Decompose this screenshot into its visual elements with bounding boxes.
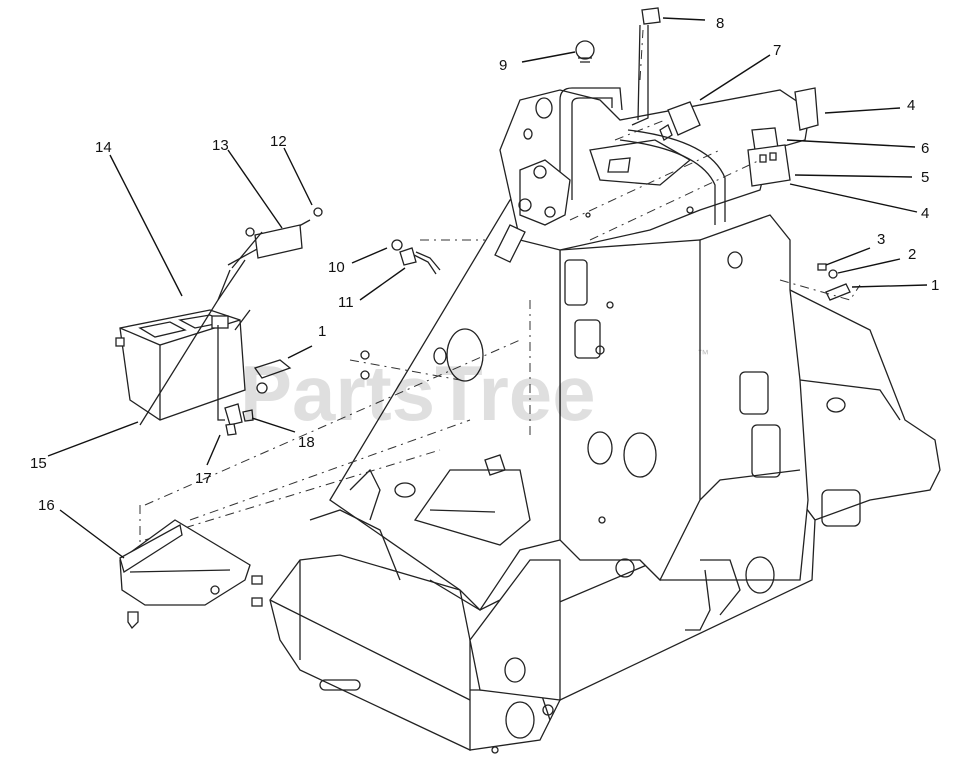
callout-15: 15 <box>30 455 47 472</box>
callout-14: 14 <box>95 139 112 156</box>
callout-1-right: 1 <box>931 277 939 294</box>
callout-5: 5 <box>921 169 929 186</box>
callout-7: 7 <box>773 42 781 59</box>
callout-6: 6 <box>921 140 929 157</box>
callout-17: 17 <box>195 470 212 487</box>
battery-tray-group <box>119 519 263 630</box>
watermark-trademark: ™ <box>697 347 709 361</box>
callout-3: 3 <box>877 231 885 248</box>
callout-18: 18 <box>298 434 315 451</box>
callout-12: 12 <box>270 133 287 150</box>
callout-8: 8 <box>716 15 724 32</box>
callout-1-left: 1 <box>318 323 326 340</box>
main-frame <box>139 7 941 754</box>
callout-labels: 8 9 7 4 6 5 4 3 2 1 14 13 12 10 11 1 15 … <box>30 15 939 514</box>
callout-13: 13 <box>212 137 229 154</box>
callout-11: 11 <box>338 294 354 311</box>
callout-4-bottom: 4 <box>921 205 929 222</box>
callout-9: 9 <box>499 57 507 74</box>
watermark-text: PartsTree <box>240 349 596 437</box>
callout-16: 16 <box>38 497 55 514</box>
callout-4-top: 4 <box>907 97 915 114</box>
callout-2: 2 <box>908 246 916 263</box>
callout-10: 10 <box>328 259 345 276</box>
battery-group <box>115 207 323 436</box>
leader-lines <box>47 17 928 559</box>
